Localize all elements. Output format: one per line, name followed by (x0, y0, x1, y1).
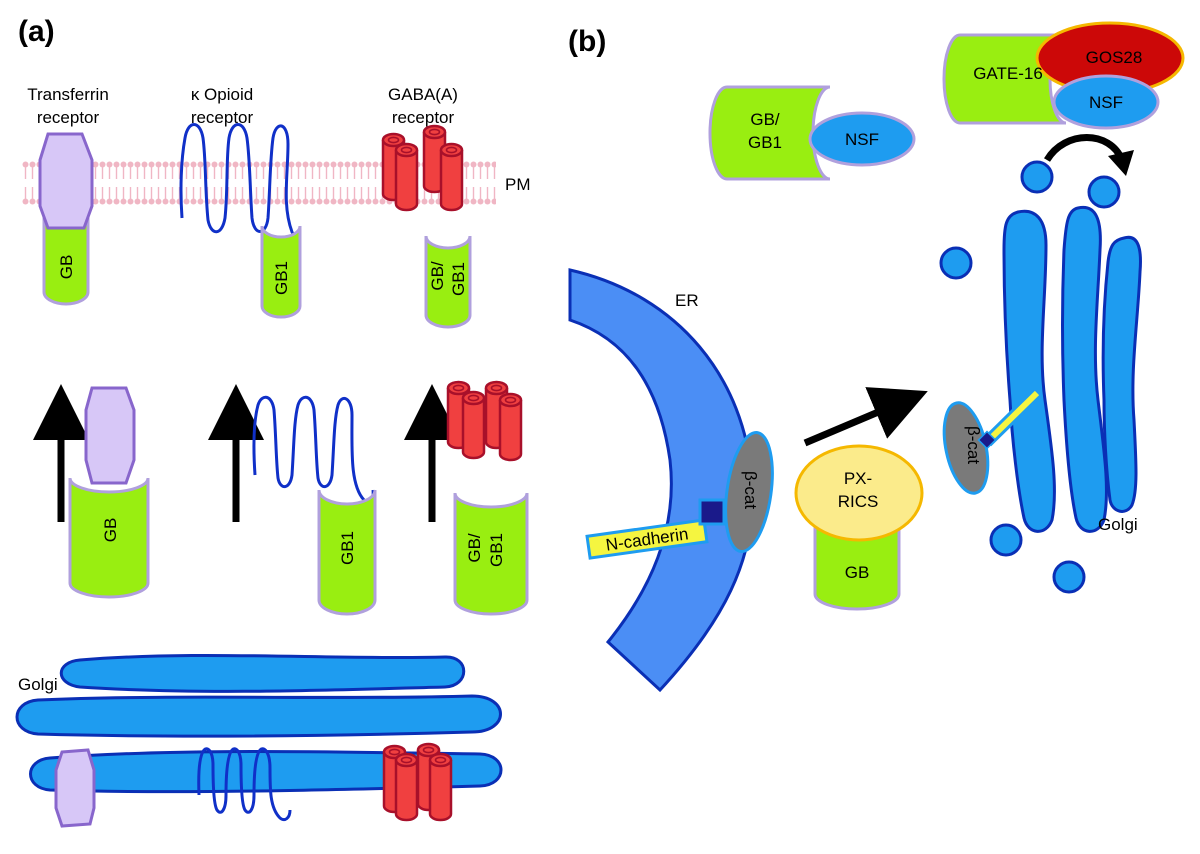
golgi-cisterna-a1 (59, 653, 466, 693)
transferrin-receptor-in-golgi (54, 748, 96, 828)
golgi-label-b: Golgi (1098, 515, 1138, 534)
gb1-cup-top (260, 225, 302, 319)
ncadherin-bar (585, 518, 709, 560)
er-to-golgi-arrow (803, 387, 928, 447)
er-label: ER (675, 291, 699, 310)
gb1-label-top: GB1 (272, 261, 291, 295)
ncadherin-er (585, 498, 726, 560)
transferrin-receptor-label-line1: Transferrin (27, 85, 109, 104)
gbgb1-label-top-line1: GB/ (428, 261, 447, 291)
transferrin-receptor-shape-middle (84, 386, 136, 485)
curved-arrow-head (1108, 150, 1134, 176)
bcat-er (724, 431, 774, 553)
transferrin-receptor-label-line2: receptor (37, 108, 100, 127)
ncadherin-stub (985, 390, 1040, 444)
vesicle-4 (989, 523, 1023, 557)
gaba-receptor-label-line2: receptor (392, 108, 455, 127)
gate16-gos28-nsf-complex (942, 21, 1185, 130)
gbgb1-label-top-line2: GB1 (449, 262, 468, 296)
nsf-label-1: NSF (845, 130, 879, 149)
golgi-cisterna-b1 (1002, 209, 1056, 533)
opioid-receptor-in-golgi (197, 747, 292, 822)
gbgb1-cup-top (424, 235, 472, 329)
bcat-label-er: β-cat (741, 471, 760, 509)
curved-arrow (1044, 134, 1126, 163)
golgi-cisterna-a2 (15, 694, 502, 738)
gbgb1-label-b-line1: GB/ (750, 110, 780, 129)
pxrics-label-line1: PX- (844, 469, 872, 488)
nsf-label-2: NSF (1089, 93, 1123, 112)
transferrin-receptor-shape (38, 132, 94, 230)
ncadherin-domain-er (698, 498, 726, 526)
panel-b-label: (b) (568, 25, 606, 58)
bcat-label-golgi: β-cat (964, 426, 983, 464)
gaba-receptor-label-line1: GABA(A) (388, 85, 458, 104)
gos28-label: GOS28 (1086, 48, 1143, 67)
nsf-protein-1 (808, 111, 916, 167)
gbgb1-cup-middle (453, 492, 529, 616)
gbgb1-cup-sideways (708, 85, 831, 181)
golgi-label-a: Golgi (18, 675, 58, 694)
vesicle-5 (1052, 560, 1086, 594)
gb-cup-top (42, 206, 90, 306)
vesicle-2 (1087, 175, 1121, 209)
ncadherin-domain-golgi (977, 430, 997, 450)
panel-a-label: (a) (18, 15, 55, 48)
vesicle-1 (1020, 160, 1054, 194)
pxrics-label-line2: RICS (838, 492, 879, 511)
pxrics-gb-complex (794, 444, 924, 611)
opioid-receptor-shape-middle (252, 395, 375, 504)
gb-cup-middle (68, 477, 150, 599)
nsf-protein-2 (1052, 74, 1160, 130)
opioid-receptor-label-line2: receptor (191, 108, 254, 127)
gbgb1-label-middle-line1: GB/ (465, 533, 484, 563)
vesicle-3 (939, 246, 973, 280)
gb1-cup-middle (317, 489, 377, 616)
golgi-cisterna-b3 (1101, 235, 1142, 513)
gb-label-b: GB (845, 563, 870, 582)
er-membrane (568, 268, 755, 693)
gb-label-middle: GB (101, 518, 120, 543)
opioid-receptor-shape (179, 123, 302, 239)
gb1-label-middle: GB1 (338, 531, 357, 565)
gbgb1-nsf-complex (708, 85, 916, 181)
gb-label-top: GB (57, 255, 76, 280)
golgi-cisterna-b2 (1061, 205, 1108, 533)
gaba-receptor-shape-middle (446, 380, 523, 462)
gaba-receptor-in-golgi (382, 742, 453, 822)
gbgb1-label-b-line2: GB1 (748, 133, 782, 152)
pxrics-protein (794, 444, 924, 542)
opioid-receptor-label-line1: κ Opioid (191, 85, 253, 104)
pm-label: PM (505, 175, 531, 194)
gate16-label: GATE-16 (973, 64, 1043, 83)
gbgb1-label-middle-line2: GB1 (487, 533, 506, 567)
